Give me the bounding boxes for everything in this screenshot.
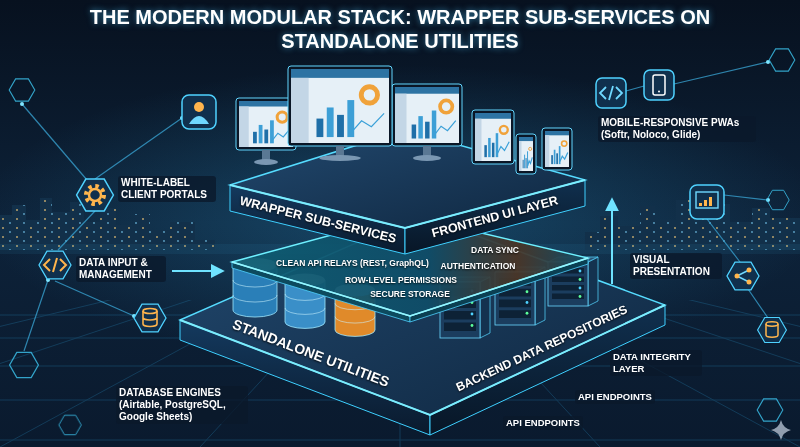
gear-icon bbox=[77, 179, 114, 211]
callout-label: API ENDPOINTS bbox=[503, 416, 583, 430]
callout-label: VISUAL PRESENTATION bbox=[630, 253, 722, 279]
service-label: ROW-LEVEL PERMISSIONS bbox=[345, 276, 457, 286]
callout-label: MOBILE-RESPONSIVE PWAs (Softr, Noloco, G… bbox=[598, 116, 756, 142]
database-icon bbox=[134, 304, 166, 332]
chart-icon bbox=[690, 185, 724, 219]
service-label: SECURE STORAGE bbox=[370, 290, 450, 300]
layer-shape bbox=[220, 58, 595, 258]
callout-label: API ENDPOINTS bbox=[575, 390, 655, 404]
code-icon bbox=[39, 251, 71, 279]
decor-hexagons bbox=[9, 49, 795, 435]
frontend-platform: WRAPPER SUB-SERVICESFRONTEND UI LAYER bbox=[220, 58, 595, 258]
person-icon bbox=[182, 95, 216, 129]
mobile-icon bbox=[644, 70, 674, 100]
callout-label: WHITE-LABEL CLIENT PORTALS bbox=[118, 176, 216, 202]
service-label: DATA SYNC bbox=[471, 246, 519, 256]
network-dots bbox=[20, 60, 770, 318]
callout-label: DATA INPUT & MANAGEMENT bbox=[76, 256, 166, 282]
title-heading: THE MODERN MODULAR STACK: WRAPPER SUB-SE… bbox=[20, 5, 780, 53]
share-icon bbox=[727, 262, 759, 290]
callout-label: DATA INTEGRITY LAYER bbox=[610, 350, 702, 376]
sparkle-mark bbox=[771, 420, 791, 440]
database-icon-right bbox=[758, 317, 787, 342]
callout-label: DATABASE ENGINES (Airtable, PostgreSQL, … bbox=[116, 386, 248, 424]
code-box-icon bbox=[596, 78, 626, 108]
service-label: AUTHENTICATION bbox=[441, 262, 516, 272]
service-label: CLEAN API RELAYS (REST, GraphQL) bbox=[276, 259, 429, 269]
